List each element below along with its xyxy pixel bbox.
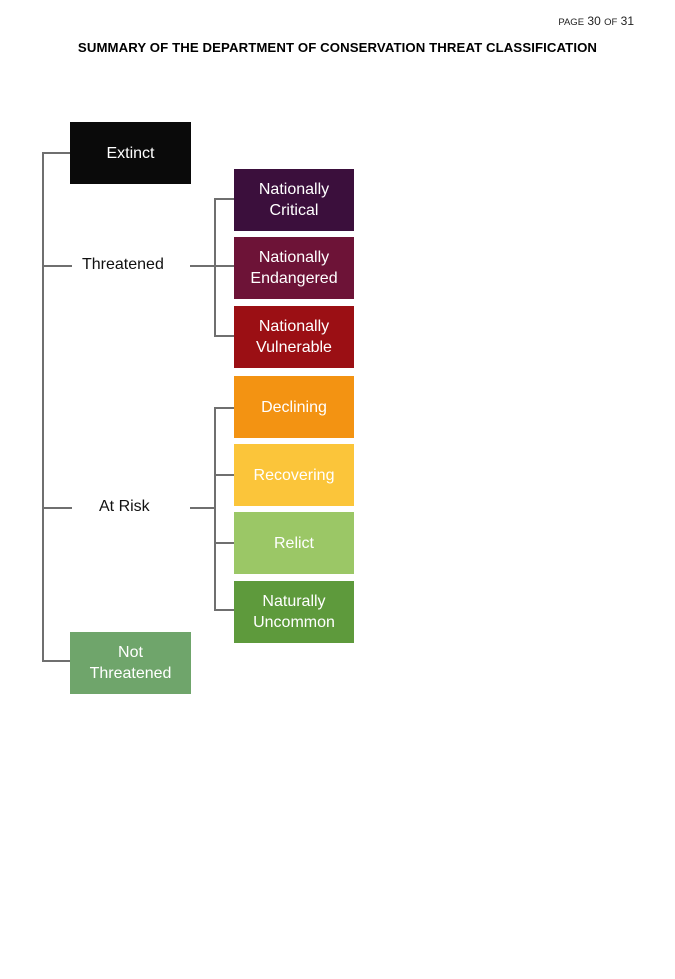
branch-at-risk [42,507,72,509]
branch-extinct [42,152,72,154]
at-risk-branch-4 [214,609,236,611]
extinct-box: Extinct [70,122,191,184]
page-number: Page 30 of 31 [558,14,634,28]
declining-box: Declining [234,376,354,438]
recovering-label: Recovering [253,466,335,484]
branch-threatened [42,265,72,267]
declining-label: Declining [261,398,327,416]
page-total: 31 [620,14,634,28]
at-risk-connector [190,507,215,509]
page-current: 30 [587,14,601,28]
nationally-vulnerable-line2: Vulnerable [256,339,332,356]
nationally-critical-line2: Critical [269,202,319,219]
threatened-branch-3 [214,335,236,337]
at-risk-vertical [214,407,216,611]
threatened-connector [190,265,215,267]
not-threatened-line1: Not [118,644,143,661]
relict-label: Relict [273,534,314,552]
nationally-endangered-line1: Nationally [258,249,330,266]
threatened-branch-2 [214,265,236,267]
nationally-critical-line1: Nationally [258,181,330,198]
extinct-label: Extinct [106,144,155,162]
at-risk-branch-3 [214,542,236,544]
not-threatened-line2: Threatened [89,665,172,682]
nationally-endangered-box: Nationally Endangered [234,237,354,299]
nationally-vulnerable-line1: Nationally [258,318,330,335]
naturally-uncommon-line1: Naturally [262,593,326,610]
at-risk-label: At Risk [95,498,154,516]
relict-box: Relict [234,512,354,574]
recovering-box: Recovering [234,444,354,506]
branch-not-threatened [42,660,72,662]
trunk-line [42,152,44,661]
threatened-branch-1 [214,198,236,200]
at-risk-branch-1 [214,407,236,409]
nationally-vulnerable-box: Nationally Vulnerable [234,306,354,368]
naturally-uncommon-line2: Uncommon [253,614,335,631]
nationally-endangered-line2: Endangered [250,270,338,287]
nationally-critical-box: Nationally Critical [234,169,354,231]
at-risk-branch-2 [214,474,236,476]
document-title: SUMMARY OF THE DEPARTMENT OF CONSERVATIO… [77,40,598,55]
page-prefix: Page [558,17,585,28]
naturally-uncommon-box: Naturally Uncommon [234,581,354,643]
page-of: of [604,17,618,28]
threatened-vertical [214,198,216,337]
threatened-label: Threatened [78,256,168,274]
not-threatened-box: Not Threatened [70,632,191,694]
